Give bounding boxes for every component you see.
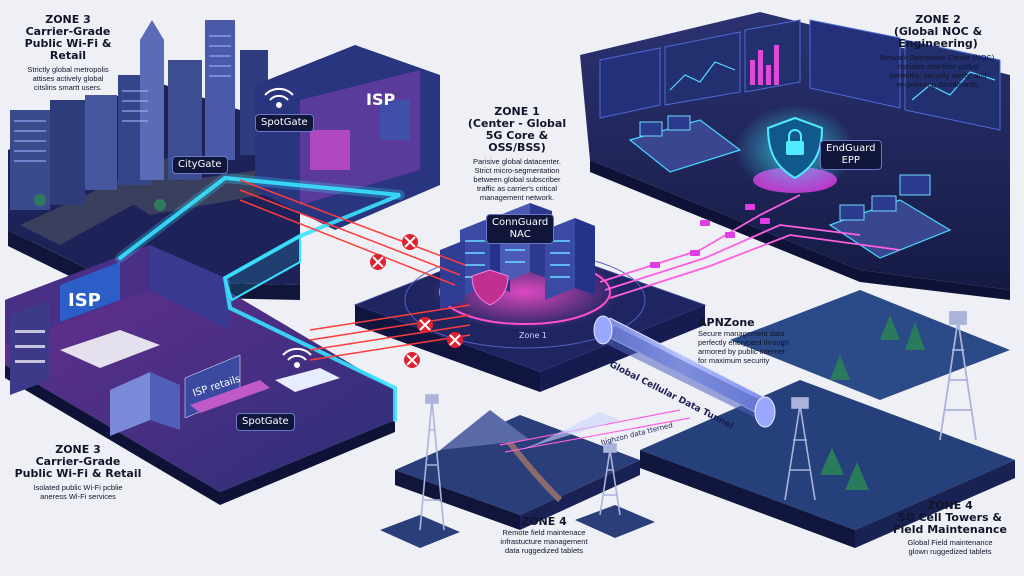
endguard-line-2: EPP	[841, 155, 860, 166]
zone2-desc-1: Network Operations Center (NOC),	[879, 53, 997, 62]
zone3-top-desc-2: attises actively global	[32, 74, 104, 83]
apnzone-desc-2: perfectly encrypted through	[698, 338, 789, 347]
zone3-bottom-title-1: ZONE 3	[55, 443, 101, 456]
endguard-line-1: EndGuard	[826, 143, 876, 154]
zone2-noc-platform	[580, 12, 1010, 300]
zone4-right-desc-2: glown ruggedized tablets	[908, 547, 992, 556]
zone3-bottom-title-2: Carrier-Grade	[35, 455, 121, 468]
zone2-title-2: (Global NOC & Engineering)	[893, 25, 983, 50]
blocked-x-icon	[447, 332, 463, 348]
apnzone-desc-4: for maximum security	[698, 356, 770, 365]
zone3-top-caption: ZONE 3 Carrier-Grade Public Wi-Fi & Reta…	[8, 13, 128, 93]
zone4-center-desc-3: data ruggedized tablets	[505, 546, 583, 555]
zone3-top-title-3: Public Wi-Fi & Retail	[24, 37, 112, 62]
zone4-right-desc-1: Global Field maintenance	[907, 538, 993, 547]
spotgate-top-label: SpotGate	[255, 114, 314, 132]
zone4-right-title-3: Field Maintenance	[893, 523, 1007, 536]
zone1-desc-3: between global subscriber	[473, 175, 561, 184]
zone3-bottom-title-3: Public Wi-Fi & Retail	[14, 467, 142, 480]
apnzone-caption: APNZone Secure management data perfectly…	[698, 316, 808, 366]
zone1-desc-4: traffic as carrier's critical	[476, 184, 558, 193]
zone1-caption: ZONE 1 (Center - Global 5G Core & OSS/BS…	[462, 105, 572, 203]
blocked-x-icon	[404, 352, 420, 368]
zone1-title-1: ZONE 1	[494, 105, 540, 118]
zone1-desc-5: management network.	[479, 193, 555, 202]
connguard-line-2: NAC	[509, 229, 531, 240]
zone3-retail-platform	[5, 245, 395, 505]
zone4-center-platform	[395, 410, 640, 530]
cell-tower-icon	[784, 397, 816, 501]
zone1-desc-2: Strict micro-segmentation	[474, 166, 560, 175]
zone2-desc-3: networks, security alerts, and	[889, 71, 987, 80]
zone4-small-platform	[380, 505, 655, 548]
connguard-line-1: ConnGuard	[492, 217, 549, 228]
zone3-top-desc-3: citslins smartt users.	[34, 83, 102, 92]
zone4-right-title-1: ZONE 4	[927, 499, 973, 512]
apnzone-title: APNZone	[698, 316, 755, 329]
zone3-bottom-desc-2: aneress Wi-Fi services	[40, 492, 116, 501]
zone2-desc-2: massive real-time global	[897, 62, 979, 71]
isp-sign-left: ISP	[68, 290, 101, 311]
zone4-right-caption: ZONE 4 5G Cell Towers & Field Maintenanc…	[880, 499, 1020, 557]
zone3-top-title-2: Carrier-Grade	[25, 25, 111, 38]
zone3-city-platform	[8, 20, 440, 300]
core-shield-icon	[471, 269, 509, 306]
zone1-platform-label: Zone 1	[519, 331, 547, 340]
zone3-bottom-desc-1: Isolated public Wi-Fi pcblie	[33, 483, 123, 492]
zone4-center-title: ZONE 4	[521, 515, 567, 528]
spotgate-bottom-label: SpotGate	[236, 413, 295, 431]
zone2-caption: ZONE 2 (Global NOC & Engineering) Networ…	[858, 13, 1018, 90]
cyan-segmentation-wall	[115, 172, 405, 422]
zone4-right-title-2: 5G Cell Towers &	[897, 511, 1003, 524]
zone4-right-platform	[640, 290, 1015, 548]
cell-tower-icon	[419, 394, 445, 531]
shield-lock-icon	[766, 116, 824, 180]
blocked-traffic	[239, 179, 471, 361]
zone2-desc-4: engineering dashboards.	[896, 80, 980, 89]
endguard-epp-label: EndGuard EPP	[820, 140, 882, 170]
connguard-nac-label: ConnGuard NAC	[486, 214, 555, 244]
zone2-title-1: ZONE 2	[915, 13, 961, 26]
zone3-bottom-caption: ZONE 3 Carrier-Grade Public Wi-Fi & Reta…	[8, 443, 148, 502]
isp-sign-top: ISP	[366, 90, 396, 109]
zone4-center-desc-1: Remote field maintenace	[502, 528, 586, 537]
wifi-icon	[264, 87, 294, 108]
apnzone-desc-1: Secure management data	[698, 329, 785, 338]
zone4-center-desc-2: infrastucture management	[500, 537, 588, 546]
blocked-x-icon	[370, 254, 386, 270]
zone1-title-2: (Center - Global	[467, 117, 567, 130]
apnzone-desc-3: armored by public internet	[698, 347, 785, 356]
wifi-icon	[282, 347, 312, 368]
zone1-desc-1: Parisive global datacenter.	[473, 157, 561, 166]
zone3-top-title-1: ZONE 3	[45, 13, 91, 26]
blocked-x-icons	[370, 234, 463, 368]
zone4-center-caption: ZONE 4 Remote field maintenace infrastuc…	[474, 515, 614, 556]
blocked-x-icon	[417, 317, 433, 333]
cell-tower-icon	[599, 443, 621, 516]
cell-tower-icon	[939, 311, 977, 441]
citygate-label: CityGate	[172, 156, 228, 174]
blocked-x-icon	[402, 234, 418, 250]
zone1-title-3: 5G Core & OSS/BSS)	[485, 129, 549, 154]
cellular-data-tunnel	[499, 315, 776, 453]
zone3-top-desc-1: Strictly global metropolis	[27, 65, 109, 74]
